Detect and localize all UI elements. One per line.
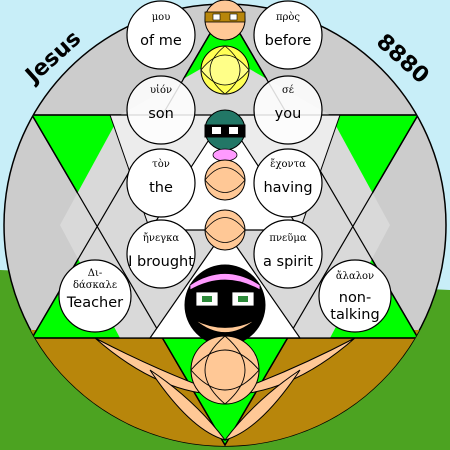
- word-circle-pros: πρὸς before: [253, 0, 323, 70]
- bottom-flower: [190, 335, 260, 405]
- english-word: I brought: [128, 254, 194, 270]
- word-circle-enegka: ἤνεγκα I brought: [126, 219, 196, 289]
- english-word-line2: talking: [330, 307, 379, 323]
- word-circle-ton: τὸν the: [126, 148, 196, 218]
- flower-column: [184, 0, 266, 405]
- english-word: the: [149, 180, 173, 196]
- lens-chain-lower: [94, 337, 356, 441]
- english-word: son: [148, 106, 174, 122]
- greek-word: υἱόν: [150, 85, 172, 96]
- greek-word-line2: δάσκαλε: [73, 280, 117, 291]
- word-circle-didaskale: Δι- δάσκαλε Teacher: [58, 259, 132, 333]
- english-word: before: [265, 33, 312, 49]
- word-circle-pneuma: πνεῦμα a spirit: [253, 219, 323, 289]
- greek-word: τὸν: [152, 159, 170, 170]
- word-circle-se: σέ you: [253, 75, 323, 145]
- greek-word: πνεῦμα: [269, 233, 306, 244]
- greek-word: πρὸς: [276, 12, 300, 23]
- word-circle-alalon: ἄλαλον non- talking: [318, 259, 392, 333]
- english-word: Teacher: [66, 295, 123, 311]
- greek-word: ἤνεγκα: [143, 233, 179, 244]
- greek-word: σέ: [282, 85, 294, 96]
- word-circle-huion: υἱόν son: [126, 75, 196, 145]
- greek-word: ἔχοντα: [270, 159, 306, 170]
- greek-word: ἄλαλον: [336, 271, 374, 282]
- english-word: of me: [140, 33, 182, 49]
- english-word: non-: [339, 290, 371, 306]
- english-word: you: [275, 106, 302, 122]
- english-word: a spirit: [263, 254, 313, 270]
- greek-word: Δι-: [88, 268, 103, 279]
- greek-word: μου: [152, 12, 171, 23]
- english-word: having: [263, 180, 312, 196]
- word-circle-mou: μου of me: [126, 0, 196, 70]
- word-circle-echonta: ἔχοντα having: [253, 148, 323, 218]
